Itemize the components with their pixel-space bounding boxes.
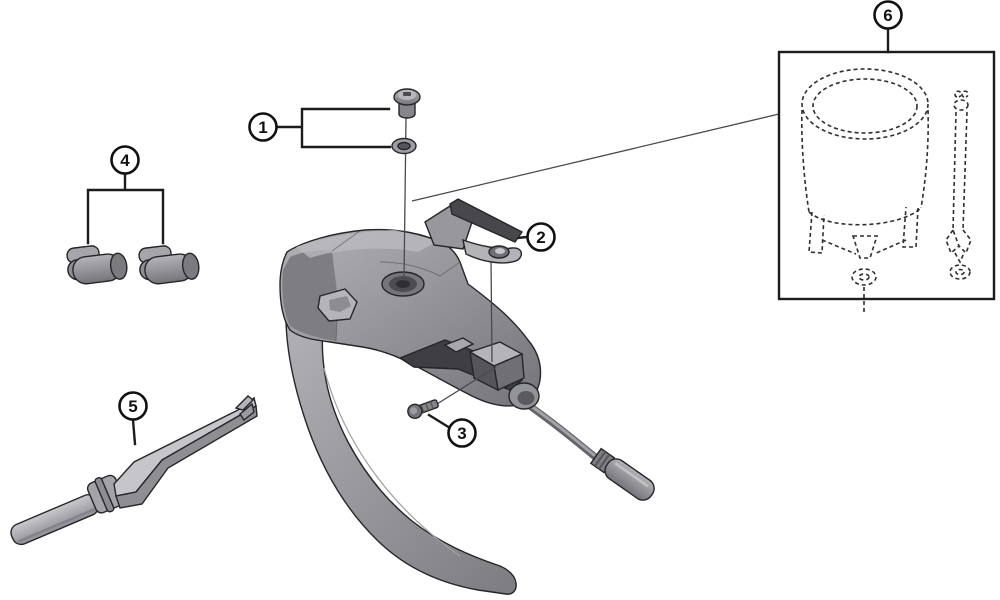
callout-1-label: 1: [258, 118, 267, 137]
callout-2-label: 2: [536, 228, 545, 247]
bracket-cover-dashed: [801, 68, 929, 312]
callout-1: 1: [248, 112, 278, 142]
clamp-bolt-and-washer: [275, 88, 421, 282]
callout-6: 6: [873, 0, 903, 54]
screw: [407, 399, 439, 420]
cable-clip: [138, 245, 200, 285]
wire-connector-plug: [589, 447, 655, 501]
clamp-bolt: [393, 88, 421, 119]
brake-lever-blade: [285, 321, 517, 595]
bolt-washer: [391, 137, 417, 155]
bracket-axis-line: [490, 258, 493, 363]
screw-axis-line: [436, 366, 497, 405]
name-plate-bracket: [424, 198, 529, 363]
fixing-screw: [407, 366, 497, 430]
cable-clips: [66, 172, 200, 285]
tool-fork-prong: [234, 395, 255, 411]
callout-3-label: 3: [457, 424, 466, 443]
callout-5: 5: [118, 391, 148, 421]
reference-parts-box: [777, 50, 996, 312]
bracket-bolt-dashed: [945, 90, 972, 280]
connector-tool: [10, 395, 258, 546]
reference-line-to-box: [411, 113, 780, 202]
cable-entry-hole: [381, 271, 425, 297]
callout-3: 3: [447, 418, 477, 448]
callout-5-label: 5: [128, 397, 137, 416]
callout-2: 2: [526, 222, 556, 252]
callout-6-label: 6: [883, 6, 892, 25]
tool-fork-prong: [239, 402, 255, 422]
tool-blade-side: [115, 404, 258, 509]
callout-4-label: 4: [120, 151, 130, 170]
tool-handle: [10, 494, 100, 546]
callout-4: 4: [110, 145, 140, 175]
lever-assembly: [279, 228, 655, 595]
lever-body-shading: [282, 250, 338, 341]
cable-clip: [66, 245, 128, 285]
